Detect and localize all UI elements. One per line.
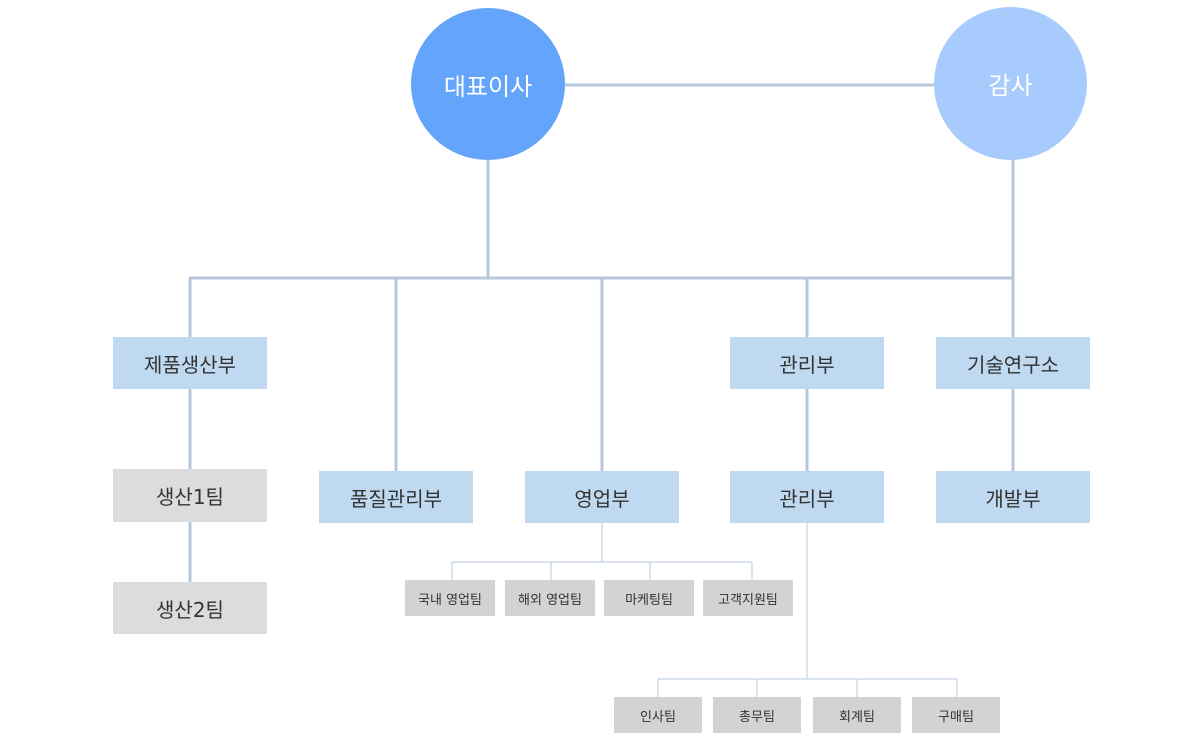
team-domestic-sales-label: 국내 영업팀	[418, 592, 482, 608]
team-general-affairs-label: 총무팀	[739, 709, 775, 725]
team-hr-label: 인사팀	[640, 709, 676, 725]
team-marketing: 마케팅팀	[604, 580, 694, 616]
dept-management-lower-label: 관리부	[779, 486, 835, 511]
team-customer-support: 고객지원팀	[703, 580, 793, 616]
team-marketing-label: 마케팅팀	[625, 592, 673, 608]
team-purchasing-label: 구매팀	[938, 709, 974, 725]
dept-sales: 영업부	[525, 471, 679, 523]
team-accounting: 회계팀	[813, 697, 901, 733]
dept-management-upper-label: 관리부	[779, 352, 835, 377]
dept-production: 제품생산부	[113, 337, 267, 389]
team-purchasing: 구매팀	[912, 697, 1000, 733]
dept-management-lower: 관리부	[730, 471, 884, 523]
dept-management-upper: 관리부	[730, 337, 884, 389]
team-production-1: 생산1팀	[113, 469, 267, 522]
dept-rnd: 기술연구소	[936, 337, 1090, 389]
dept-sales-label: 영업부	[574, 486, 630, 511]
team-domestic-sales: 국내 영업팀	[405, 580, 495, 616]
ceo-label: 대표이사	[443, 72, 533, 101]
team-hr: 인사팀	[614, 697, 702, 733]
team-production-2: 생산2팀	[113, 582, 267, 634]
ceo-node: 대표이사	[411, 8, 565, 160]
team-customer-support-label: 고객지원팀	[718, 592, 778, 608]
dept-quality: 품질관리부	[319, 471, 473, 523]
team-production-1-label: 생산1팀	[156, 485, 224, 509]
team-overseas-sales: 해외 영업팀	[505, 580, 595, 616]
dept-development-label: 개발부	[985, 486, 1041, 511]
auditor-label: 감사	[988, 72, 1033, 100]
dept-development: 개발부	[936, 471, 1090, 523]
auditor-node: 감사	[934, 7, 1087, 160]
team-accounting-label: 회계팀	[839, 709, 875, 725]
team-general-affairs: 총무팀	[713, 697, 801, 733]
dept-production-label: 제품생산부	[144, 352, 236, 377]
team-overseas-sales-label: 해외 영업팀	[518, 592, 582, 608]
dept-quality-label: 품질관리부	[350, 486, 442, 511]
team-production-2-label: 생산2팀	[156, 597, 224, 622]
dept-rnd-label: 기술연구소	[967, 352, 1059, 377]
